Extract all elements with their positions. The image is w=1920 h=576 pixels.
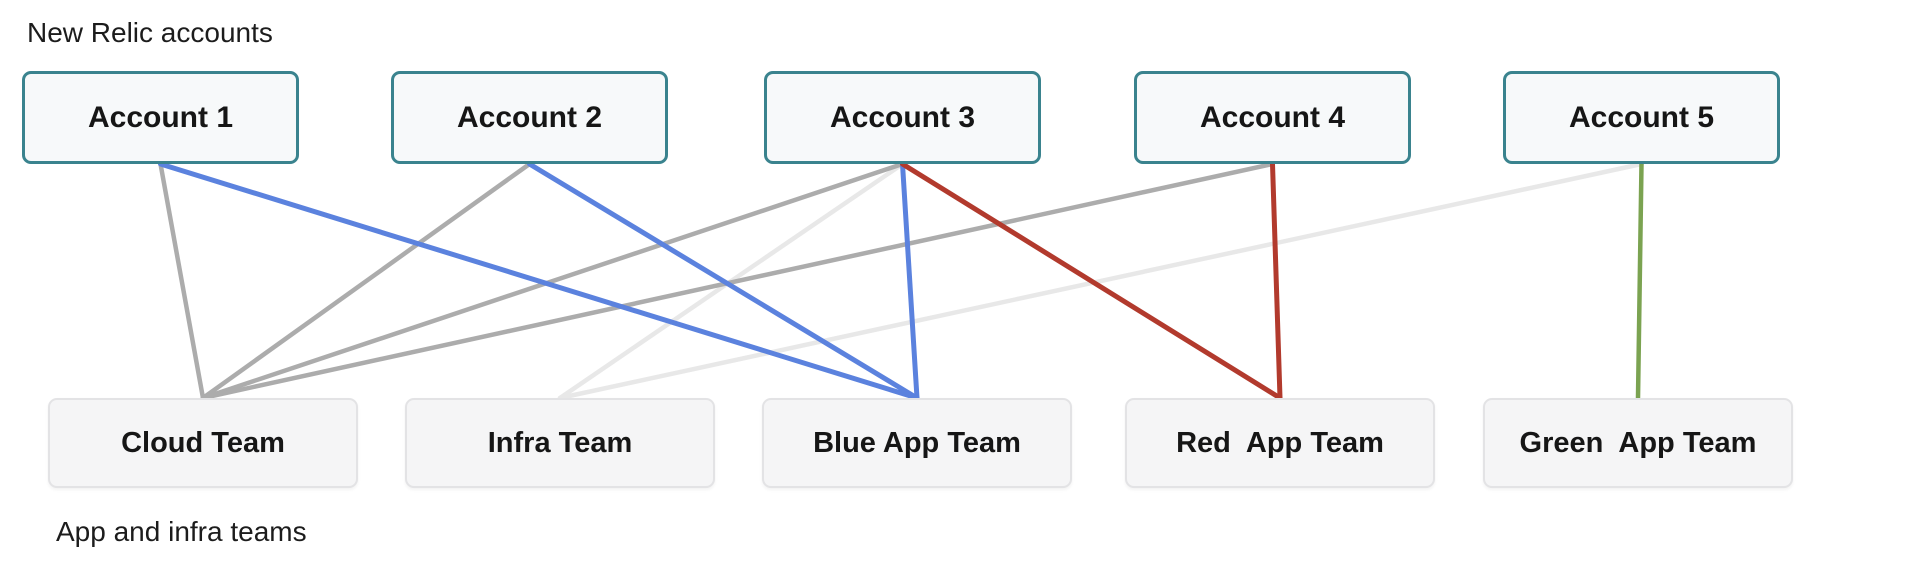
account-3-label: Account 3	[829, 100, 976, 134]
accounts-group-label: New Relic accounts	[27, 17, 273, 48]
edge-account-3-to-cloud-team	[200, 161, 905, 401]
red-app-team-label: Red App Team	[1176, 426, 1384, 459]
edge-account-3-to-blue-app-team	[900, 161, 920, 401]
account-2-label: Account 2	[456, 100, 603, 134]
account-1-box: Account 1	[22, 71, 299, 164]
blue-app-team-box: Blue App Team	[762, 398, 1072, 488]
infra-team-box: Infra Team	[405, 398, 715, 488]
blue-app-team-label: Blue App Team	[813, 426, 1021, 459]
account-3-box: Account 3	[764, 71, 1041, 164]
edge-account-2-to-blue-app-team	[527, 161, 920, 401]
green-app-team-box: Green App Team	[1483, 398, 1793, 488]
edge-account-5-to-green-app-team	[1635, 161, 1644, 401]
account-2-box: Account 2	[391, 71, 668, 164]
edge-account-3-to-red-app-team	[900, 161, 1283, 401]
edge-account-1-to-blue-app-team	[158, 161, 920, 401]
account-4-label: Account 4	[1199, 100, 1346, 134]
account-4-box: Account 4	[1134, 71, 1411, 164]
account-5-label: Account 5	[1568, 100, 1715, 134]
edge-account-4-to-red-app-team	[1270, 161, 1283, 401]
infra-team-label: Infra Team	[487, 426, 633, 459]
edge-account-4-to-cloud-team	[200, 161, 1275, 401]
cloud-team-label: Cloud Team	[121, 426, 285, 459]
red-app-team-box: Red App Team	[1125, 398, 1435, 488]
edge-account-2-to-cloud-team	[200, 161, 532, 401]
edge-account-1-to-cloud-team	[158, 161, 206, 401]
account-1-label: Account 1	[87, 100, 234, 134]
green-app-team-label: Green App Team	[1519, 426, 1757, 459]
teams-group-label: App and infra teams	[56, 516, 307, 547]
cloud-team-box: Cloud Team	[48, 398, 358, 488]
edge-account-5-to-infra-team	[557, 161, 1644, 401]
account-5-box: Account 5	[1503, 71, 1780, 164]
